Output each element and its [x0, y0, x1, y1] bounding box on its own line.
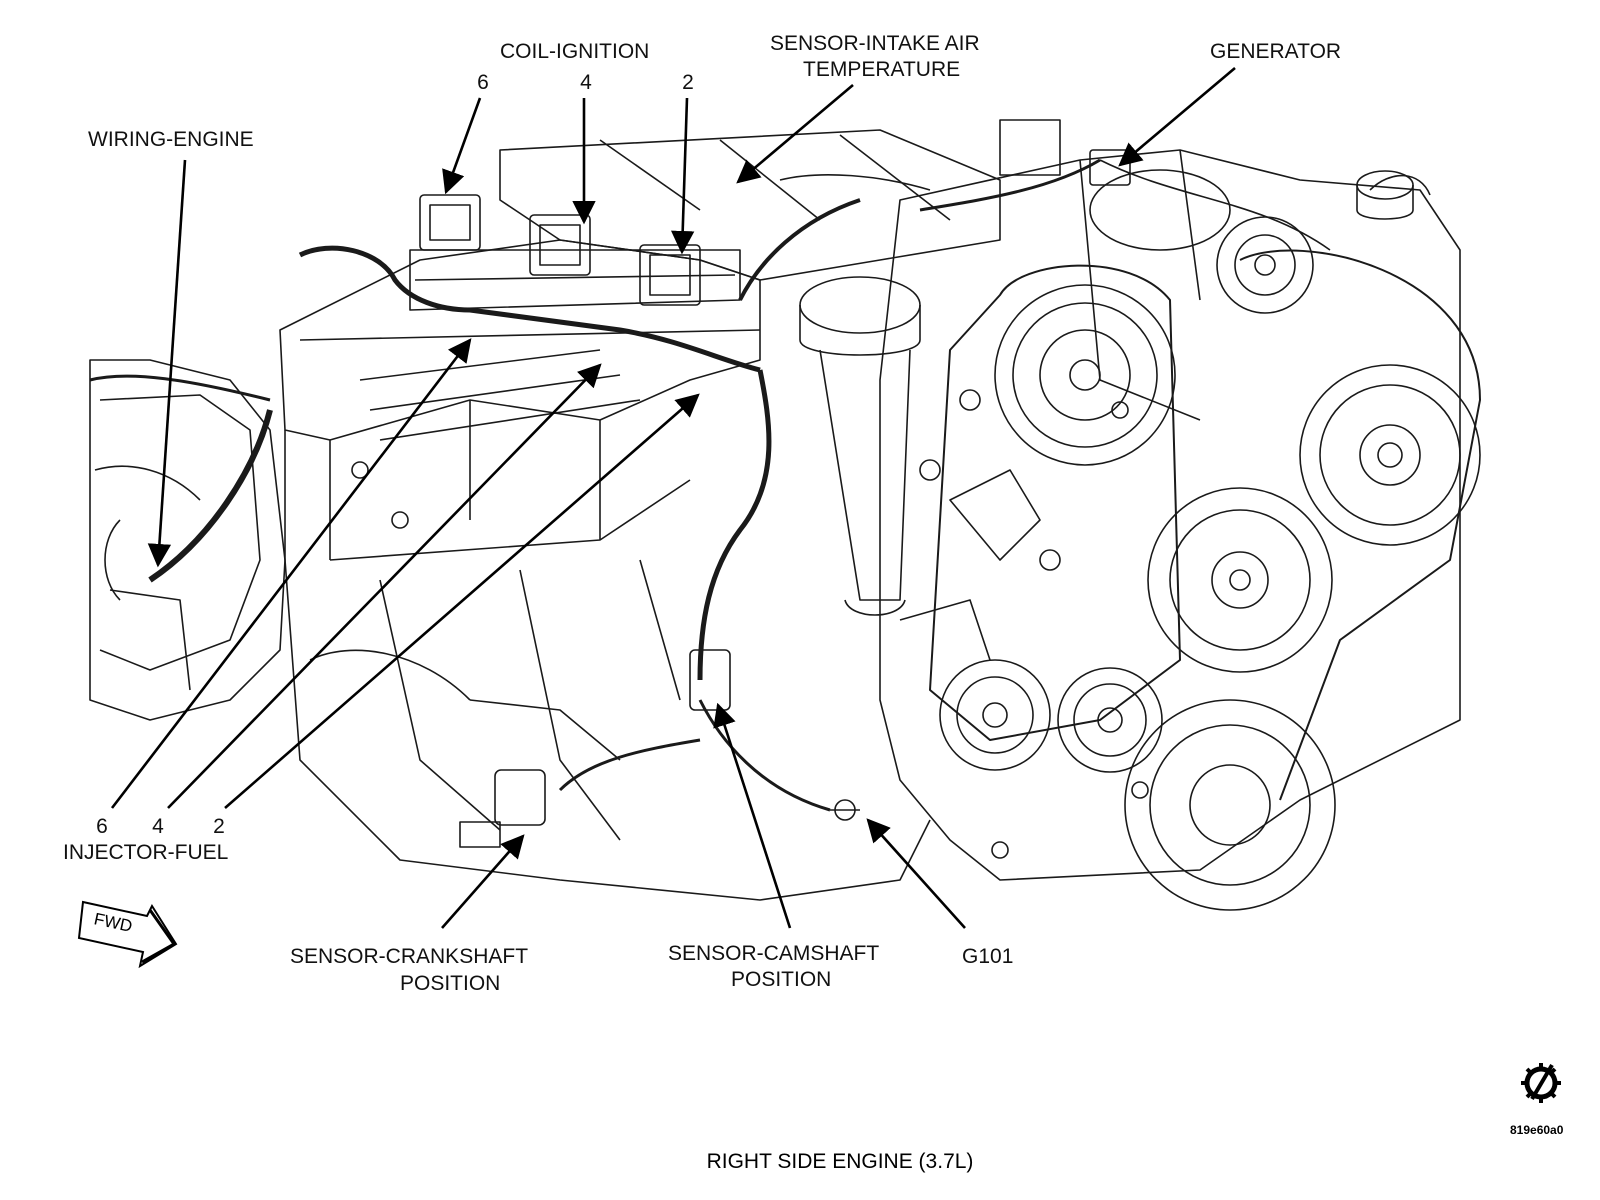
pulley-tensioner [939, 659, 1051, 771]
arrow-coil-6 [442, 97, 482, 195]
label-injector-6: 6 [96, 815, 108, 838]
arrow-g101 [866, 818, 966, 929]
pulley-idler-top [1216, 216, 1314, 314]
label-sensor-intake-air-temp-1: SENSOR-INTAKE AIR [770, 32, 980, 55]
arrow-generator [1118, 67, 1236, 167]
label-coil-6: 6 [477, 71, 489, 94]
label-coil-ignition: COIL-IGNITION [500, 40, 650, 63]
label-injector-2: 2 [213, 815, 225, 838]
pulley-center [1147, 487, 1333, 673]
label-sensor-camshaft-2: POSITION [731, 968, 832, 991]
leader-lines [110, 67, 1236, 929]
arrow-intake-air-temp [736, 84, 854, 184]
figure-caption: RIGHT SIDE ENGINE (3.7L) [706, 1150, 974, 1173]
label-injector-fuel: INJECTOR-FUEL [63, 841, 229, 864]
label-sensor-crankshaft-1: SENSOR-CRANKSHAFT [290, 945, 529, 968]
arrow-crankshaft-sensor [441, 834, 525, 929]
pulley-upper [994, 284, 1176, 466]
label-generator: GENERATOR [1210, 40, 1342, 63]
label-sensor-intake-air-temp-2: TEMPERATURE [803, 58, 961, 81]
arrow-injector-4 [167, 363, 602, 809]
label-wiring-engine: WIRING-ENGINE [88, 128, 254, 151]
engine-illustration [89, 119, 1481, 911]
arrow-injector-2 [224, 393, 700, 809]
arrow-coil-2 [670, 97, 695, 255]
label-coil-4: 4 [580, 71, 592, 94]
pulley-right [1299, 364, 1481, 546]
label-g101: G101 [962, 945, 1014, 968]
pulley-idler-lower [1057, 667, 1163, 773]
arrow-wiring-engine [147, 159, 187, 568]
label-sensor-camshaft-1: SENSOR-CAMSHAFT [668, 942, 880, 965]
label-injector-4: 4 [152, 815, 164, 838]
label-coil-2: 2 [682, 71, 694, 94]
label-sensor-crankshaft-2: POSITION [400, 972, 501, 995]
gear-icon [1521, 1063, 1561, 1103]
fwd-arrow-icon: FWD [77, 900, 178, 969]
figure-code: 819e60a0 [1510, 1123, 1564, 1137]
arrow-injector-6 [110, 338, 472, 809]
arrow-camshaft-sensor [713, 702, 792, 929]
pulley-crank [1124, 699, 1336, 911]
